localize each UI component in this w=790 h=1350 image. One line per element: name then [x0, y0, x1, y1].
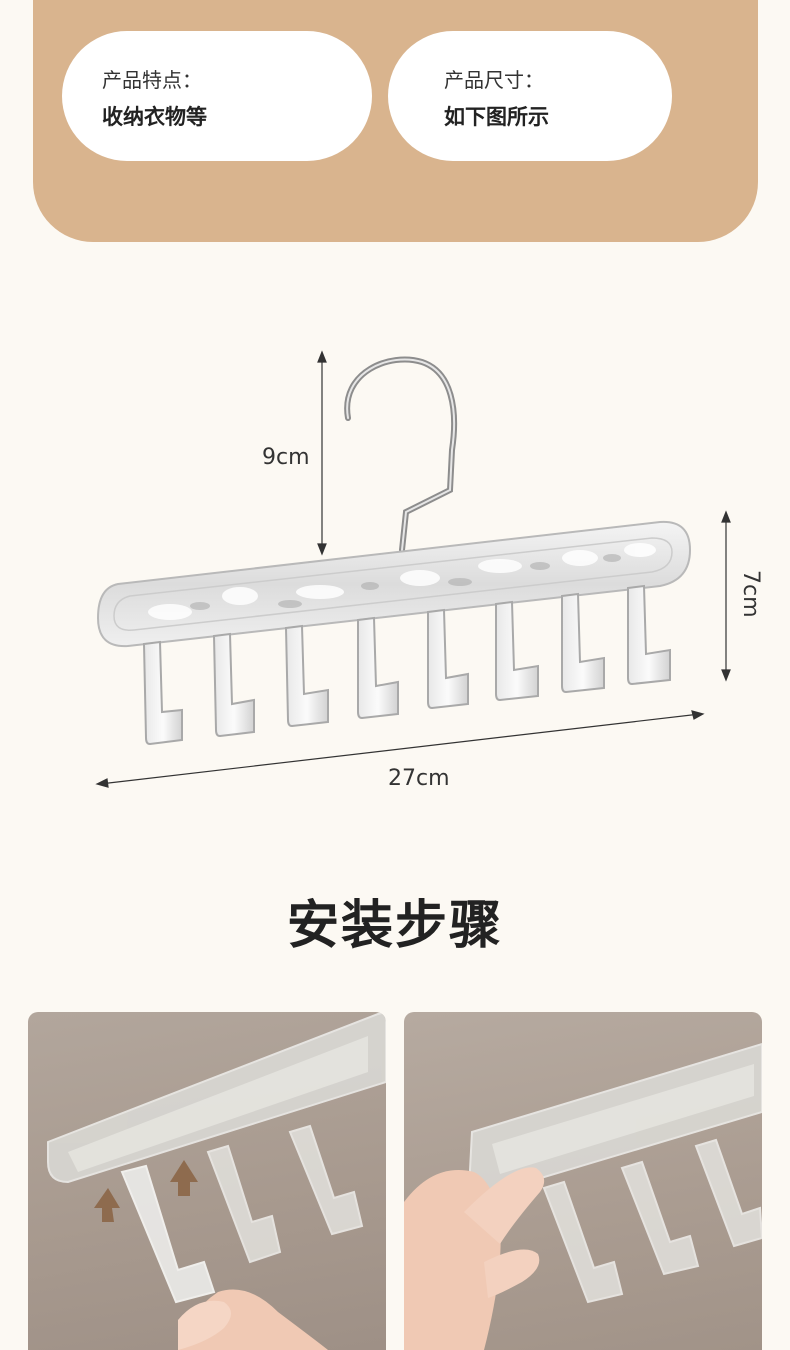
acrylic-hooks — [142, 584, 671, 746]
height-arrow — [721, 510, 731, 682]
install-title: 安装步骤 — [286, 896, 503, 956]
feature-value: 收纳衣物等 — [102, 105, 207, 129]
product-diagram: 9cm 7cm 27cm — [95, 350, 763, 791]
install-photo-2 — [404, 1012, 762, 1350]
hook-height-label: 9cm — [262, 445, 310, 470]
size-value: 如下图所示 — [444, 105, 549, 129]
hook-height-arrow — [317, 350, 327, 556]
width-arrow — [95, 710, 705, 788]
feature-label: 产品特点： — [102, 68, 202, 92]
size-pill: 产品尺寸： 如下图所示 — [388, 31, 672, 161]
metal-hook-icon — [344, 356, 458, 553]
height-label: 7cm — [738, 570, 763, 618]
install-photo-1 — [28, 1012, 386, 1350]
size-label: 产品尺寸： — [444, 68, 544, 92]
hanger-bar-icon — [96, 520, 692, 648]
feature-pill: 产品特点： 收纳衣物等 — [62, 31, 372, 161]
width-label: 27cm — [388, 766, 450, 791]
